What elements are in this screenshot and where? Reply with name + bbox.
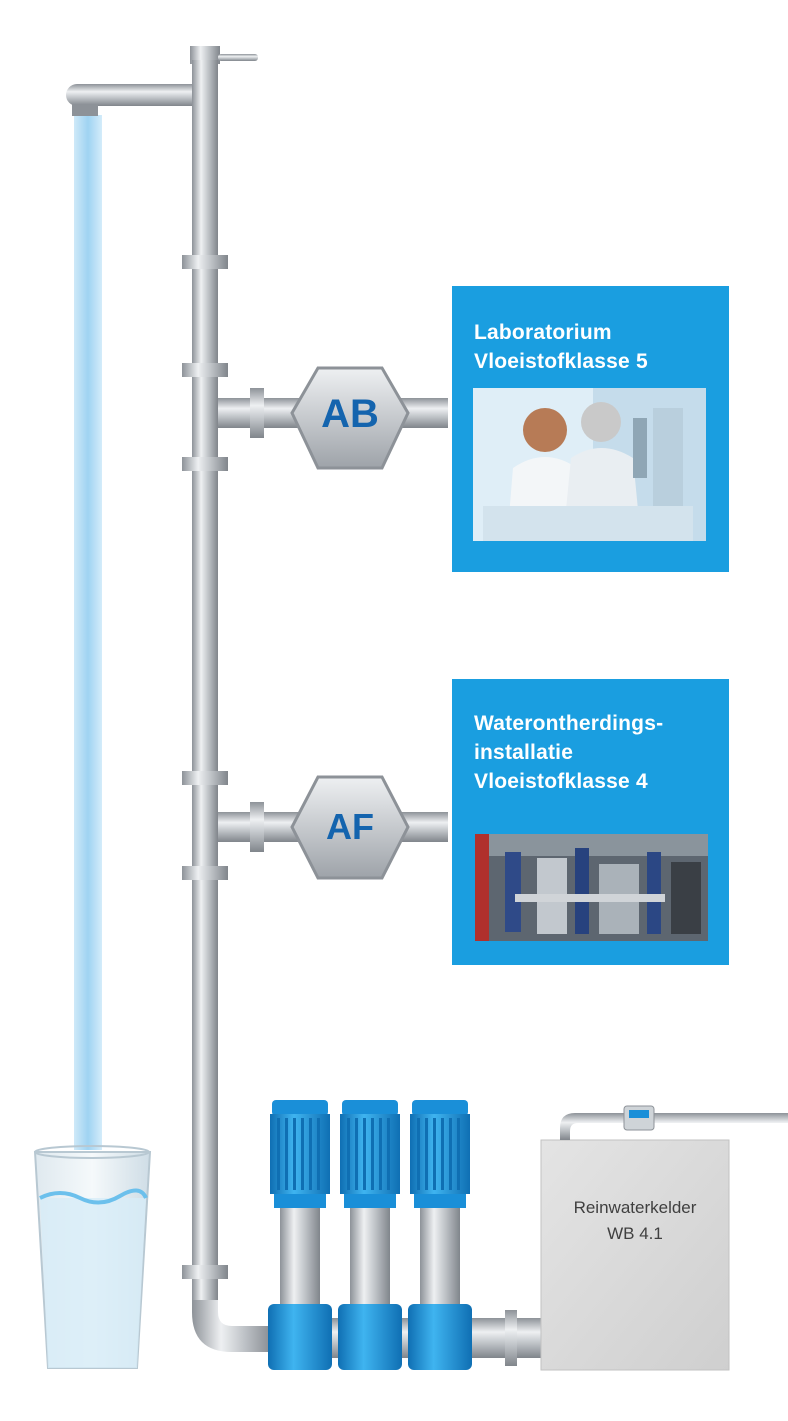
- cellar-flange: [505, 1310, 517, 1366]
- pump: [338, 1100, 402, 1370]
- tap-icon: [66, 46, 258, 116]
- laboratory-panel: Laboratorium Vloeistofklasse 5: [452, 286, 729, 572]
- cellar-label: Reinwaterkelder WB 4.1: [541, 1195, 729, 1247]
- water-softening-panel: Waterontherdings- installatie Vloeistofk…: [452, 679, 729, 965]
- panel-title-line: Laboratorium: [474, 321, 612, 344]
- main-riser-pipe: [192, 60, 218, 1300]
- panel-title-line: installatie: [474, 741, 574, 764]
- cellar-label-line: WB 4.1: [607, 1224, 663, 1243]
- panel-title-line: Waterontherdings-: [474, 712, 664, 735]
- riser-elbow-pipe: [192, 1300, 275, 1352]
- water-glass-icon: [33, 1145, 152, 1369]
- pump: [268, 1100, 332, 1370]
- valve-af-hexagon: [290, 775, 410, 880]
- clean-water-cellar: [540, 1139, 730, 1371]
- panel-title-line: Vloeistofklasse 5: [474, 350, 648, 373]
- laboratory-photo: [473, 388, 706, 541]
- water-softening-panel-title: Waterontherdings- installatie Vloeistofk…: [474, 709, 663, 796]
- cellar-supply-pipe: [560, 1113, 788, 1140]
- panel-title-line: Vloeistofklasse 4: [474, 770, 648, 793]
- valve-ab-label: AB: [321, 392, 379, 436]
- flow-meter-icon: [623, 1105, 655, 1131]
- pump-group: [268, 1100, 472, 1370]
- water-softening-plant-photo: [475, 834, 708, 941]
- water-stream: [74, 115, 102, 1150]
- valve-ab-hexagon: [290, 366, 410, 470]
- valve-af-label: AF: [326, 806, 374, 847]
- riser-flanges: [182, 255, 228, 1279]
- cellar-label-line: Reinwaterkelder: [573, 1198, 697, 1217]
- pump: [408, 1100, 472, 1370]
- laboratory-panel-title: Laboratorium Vloeistofklasse 5: [474, 318, 648, 376]
